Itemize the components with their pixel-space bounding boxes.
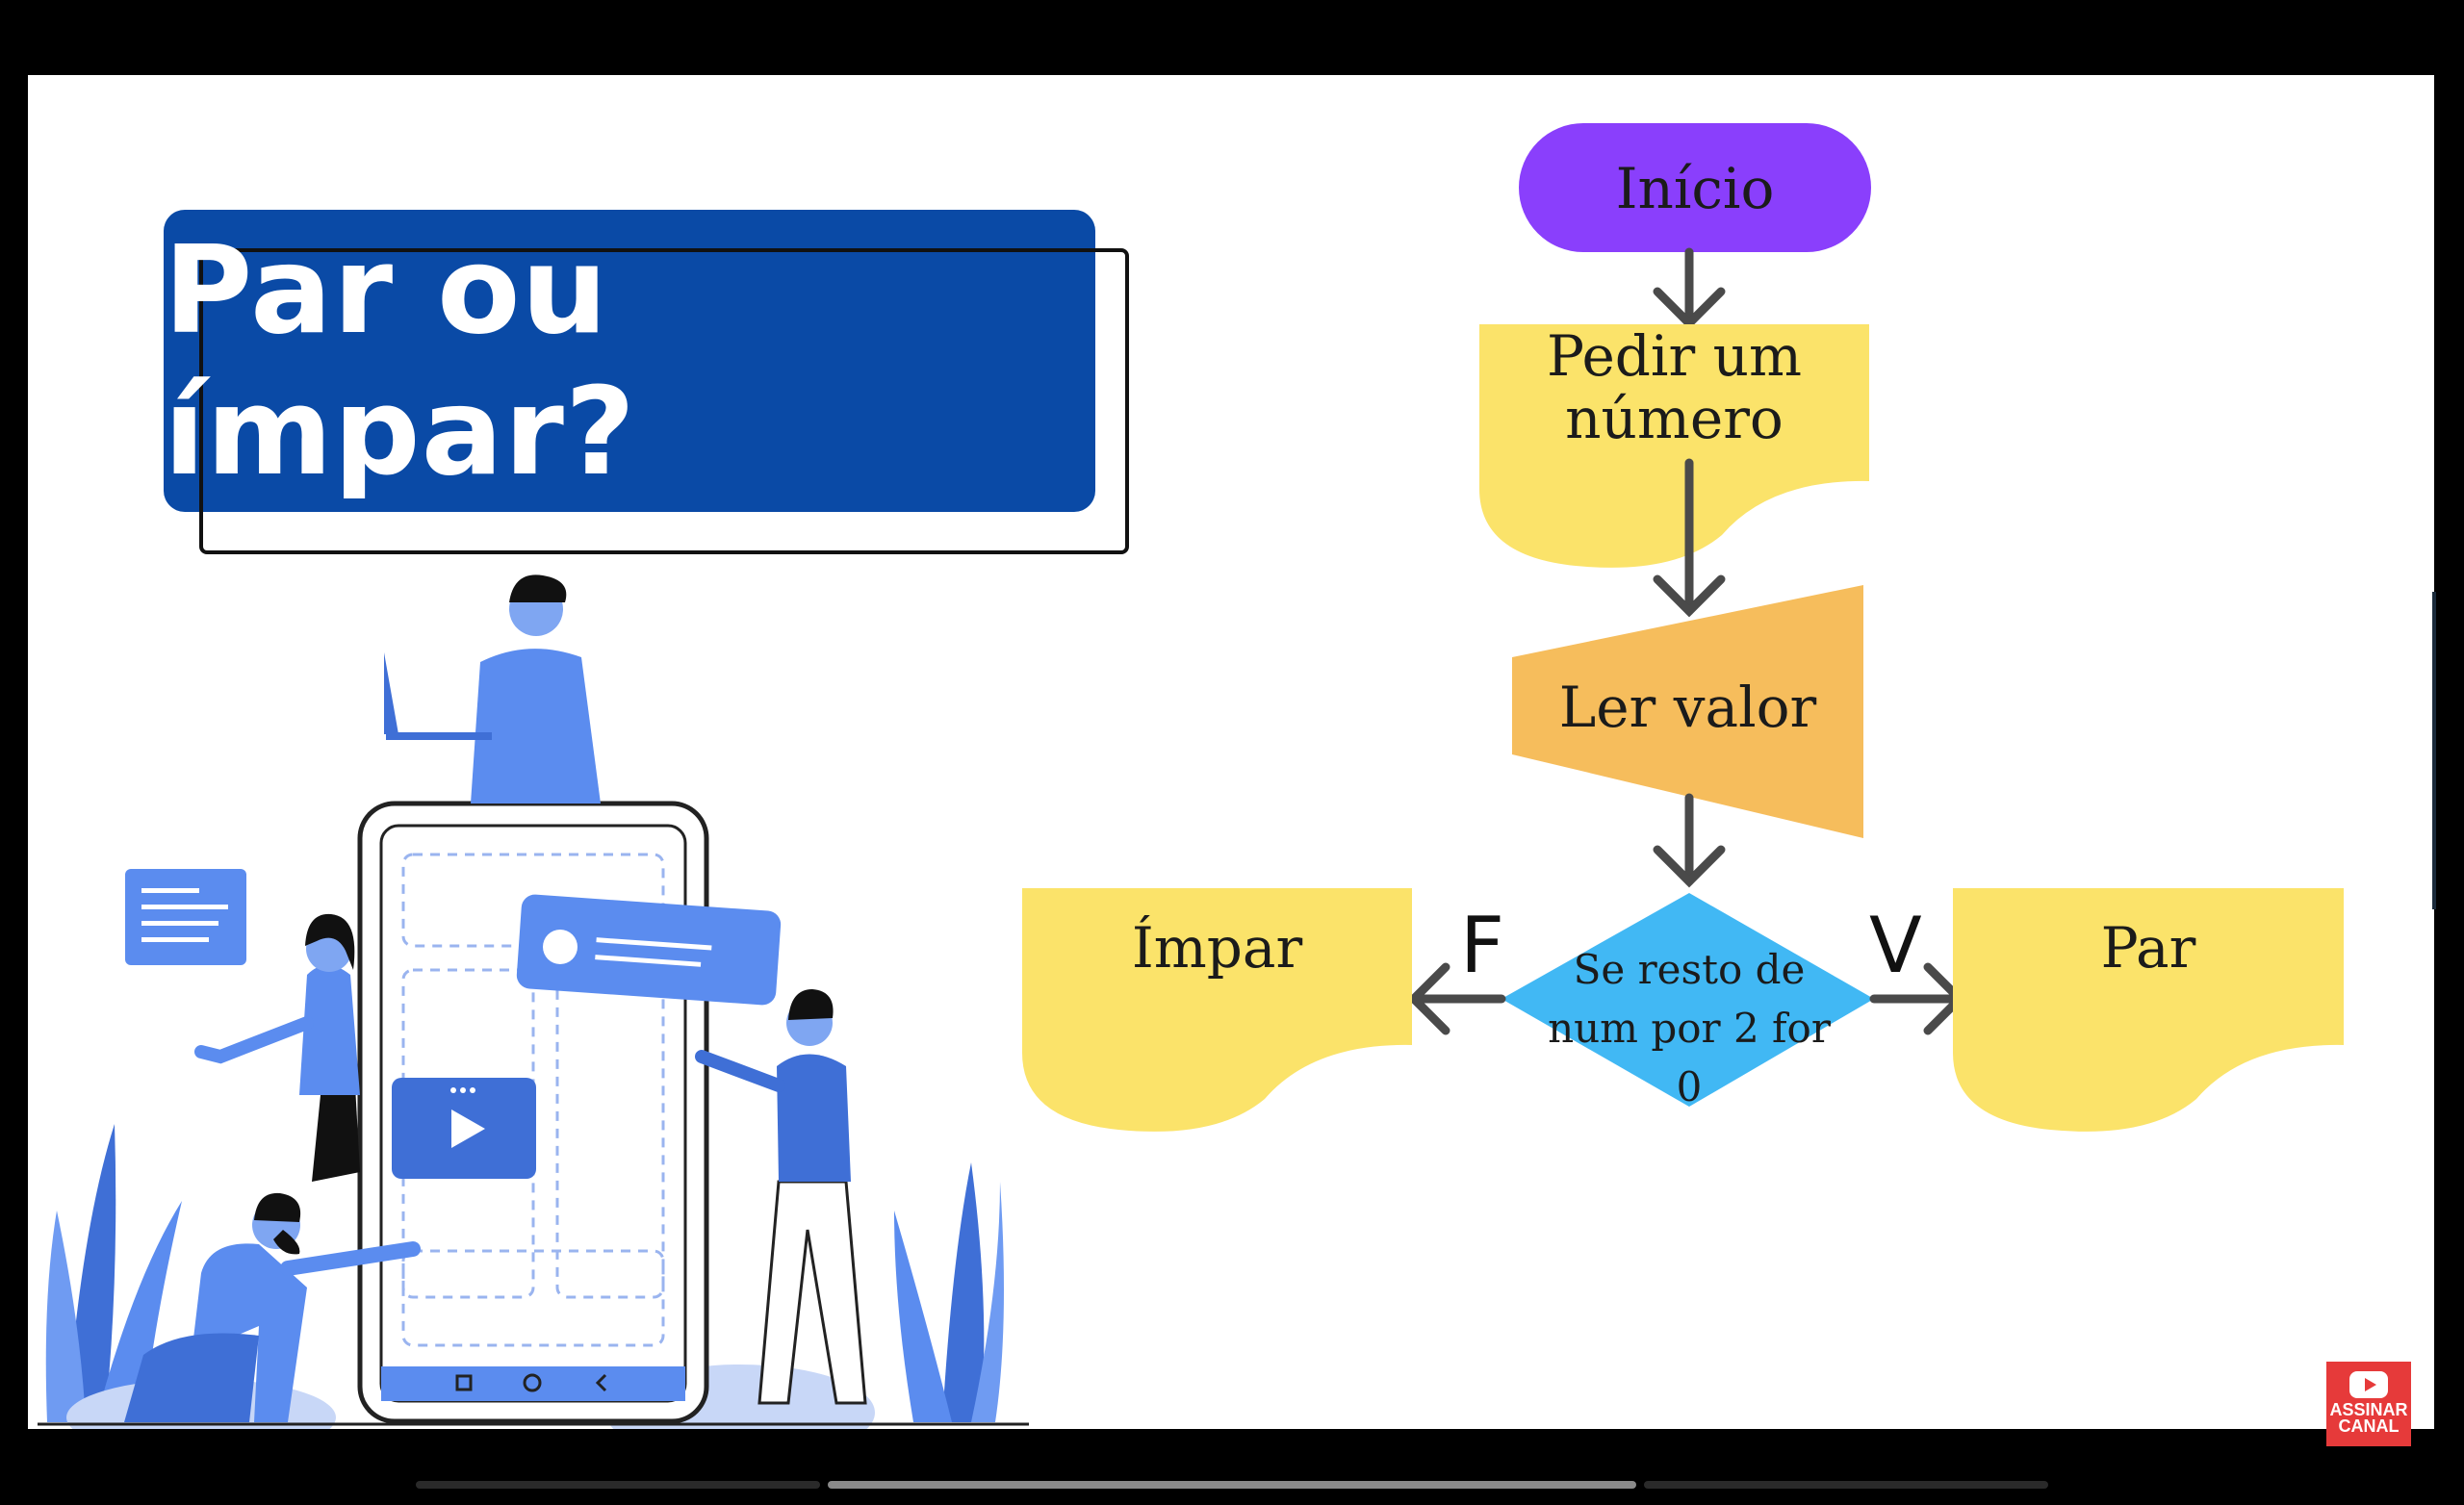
input-label-line2: número xyxy=(1565,385,1784,451)
progress-segment-1[interactable] xyxy=(416,1481,820,1489)
slide-graphics xyxy=(38,123,2344,1429)
subscribe-line2: CANAL xyxy=(2338,1416,2400,1436)
input-label: Pedir um número xyxy=(1479,325,1869,450)
true-output-document xyxy=(1953,888,2344,1132)
video-card-illustration xyxy=(392,1078,536,1179)
slide: Par ou ímpar? Início Pedir um número Ler… xyxy=(28,75,2434,1429)
decision-label-line1: Se resto de xyxy=(1573,946,1806,993)
arrow-input-to-read xyxy=(1653,458,1726,618)
man-standing-illustration xyxy=(695,989,867,1405)
profile-card-illustration xyxy=(516,894,782,1006)
woman-illustration xyxy=(194,913,360,1182)
false-branch-label: F xyxy=(1460,901,1505,990)
progress-segment-3[interactable] xyxy=(1644,1481,2048,1489)
arrow-decision-false xyxy=(1407,962,1506,1035)
subscribe-line1: ASSINAR xyxy=(2329,1400,2408,1419)
start-label: Início xyxy=(1615,156,1775,221)
decision-label: Se resto de num por 2 for 0 xyxy=(1529,941,1849,1117)
plant-left-illustration xyxy=(45,1124,182,1422)
true-output-label: Par xyxy=(2100,915,2196,981)
start-terminator xyxy=(1519,123,1871,252)
player-edge-marker xyxy=(2432,592,2436,909)
read-label: Ler valor xyxy=(1558,675,1817,740)
person-laptop-illustration xyxy=(384,574,601,804)
page-title: Par ou ímpar? xyxy=(164,219,636,502)
false-output-document xyxy=(1022,888,1412,1132)
decision-diamond xyxy=(1502,893,1874,1107)
youtube-play-icon xyxy=(2349,1371,2388,1398)
title-outline xyxy=(199,248,1129,554)
true-branch-label: V xyxy=(1869,901,1922,990)
decision-label-line2: num por 2 for 0 xyxy=(1548,1004,1831,1110)
subscribe-badge[interactable]: ASSINAR CANAL xyxy=(2326,1362,2411,1446)
progress-segment-2[interactable] xyxy=(828,1481,1636,1489)
title-background xyxy=(164,210,1095,512)
arrow-read-to-decision xyxy=(1653,793,1726,888)
chat-card-illustration xyxy=(125,869,246,965)
man-kneeling-illustration xyxy=(124,1192,421,1422)
arrow-start-to-input xyxy=(1653,247,1726,330)
false-output-label: Ímpar xyxy=(1131,915,1303,981)
input-label-line1: Pedir um xyxy=(1547,323,1802,389)
read-value-shape xyxy=(1512,585,1863,838)
input-document-shape xyxy=(1479,324,1869,568)
